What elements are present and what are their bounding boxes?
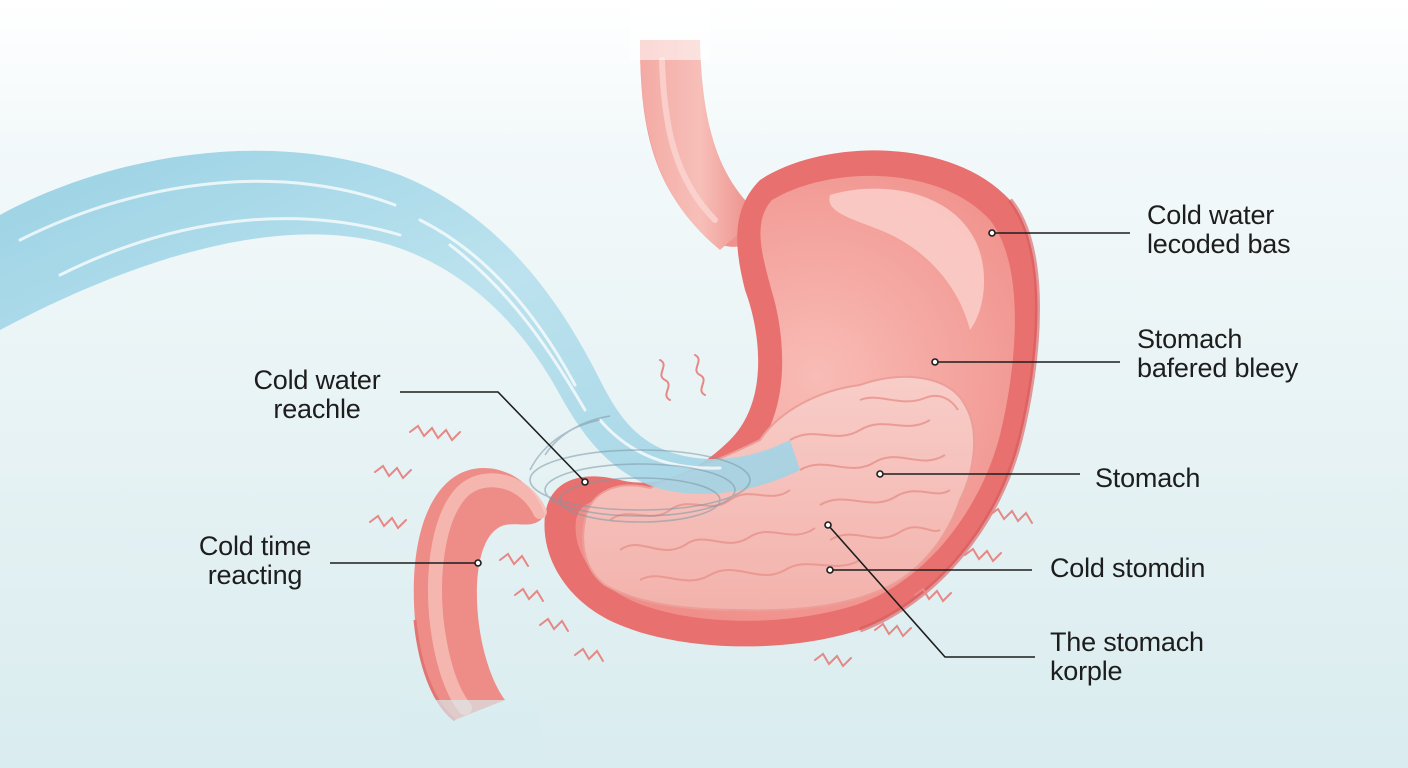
- label-the-stomach-korple: The stomach korple: [1050, 628, 1204, 686]
- leader-line-the-stomach-korple: [827, 524, 1035, 658]
- marker-dot: [931, 358, 939, 366]
- marker-dot: [876, 470, 884, 478]
- label-cold-time-reacting: Cold time reacting: [190, 532, 320, 590]
- duodenum-icon: [400, 467, 547, 768]
- label-line: Stomach: [1137, 324, 1243, 354]
- label-line: Cold water: [253, 365, 381, 395]
- label-cold-water-lecoded-bas: Cold water lecoded bas: [1147, 200, 1291, 259]
- marker-dot: [988, 229, 996, 237]
- marker-dot: [474, 559, 482, 567]
- label-line: korple: [1050, 656, 1123, 686]
- label-stomach: Stomach: [1095, 464, 1200, 493]
- water-stream-icon: [0, 150, 800, 523]
- label-line: Cold water: [1147, 200, 1275, 230]
- label-line: lecoded bas: [1147, 229, 1291, 259]
- shiver-marks-icon: [369, 354, 1033, 668]
- label-line: The stomach: [1050, 627, 1204, 657]
- leader-line-cold-water-reachle: [400, 391, 586, 483]
- label-line: bafered bleey: [1137, 353, 1299, 383]
- label-stomach-bafered-bleey: Stomach bafered bleey: [1137, 325, 1298, 383]
- leader-lines: [330, 232, 1130, 658]
- marker-dot: [581, 478, 589, 486]
- marker-dot: [824, 521, 832, 529]
- label-cold-stomdin: Cold stomdin: [1050, 554, 1205, 583]
- label-line: Cold stomdin: [1050, 553, 1206, 583]
- marker-dot: [826, 566, 834, 574]
- label-line: Stomach: [1095, 463, 1201, 493]
- esophagus-icon: [630, 0, 780, 250]
- stomach-organ-icon: [544, 150, 1040, 647]
- label-line: reacting: [207, 560, 303, 590]
- label-cold-water-reachle: Cold water reachle: [246, 366, 388, 424]
- ripple-rings-icon: [529, 415, 751, 523]
- label-line: reachle: [273, 394, 361, 424]
- label-line: Cold time: [198, 531, 312, 561]
